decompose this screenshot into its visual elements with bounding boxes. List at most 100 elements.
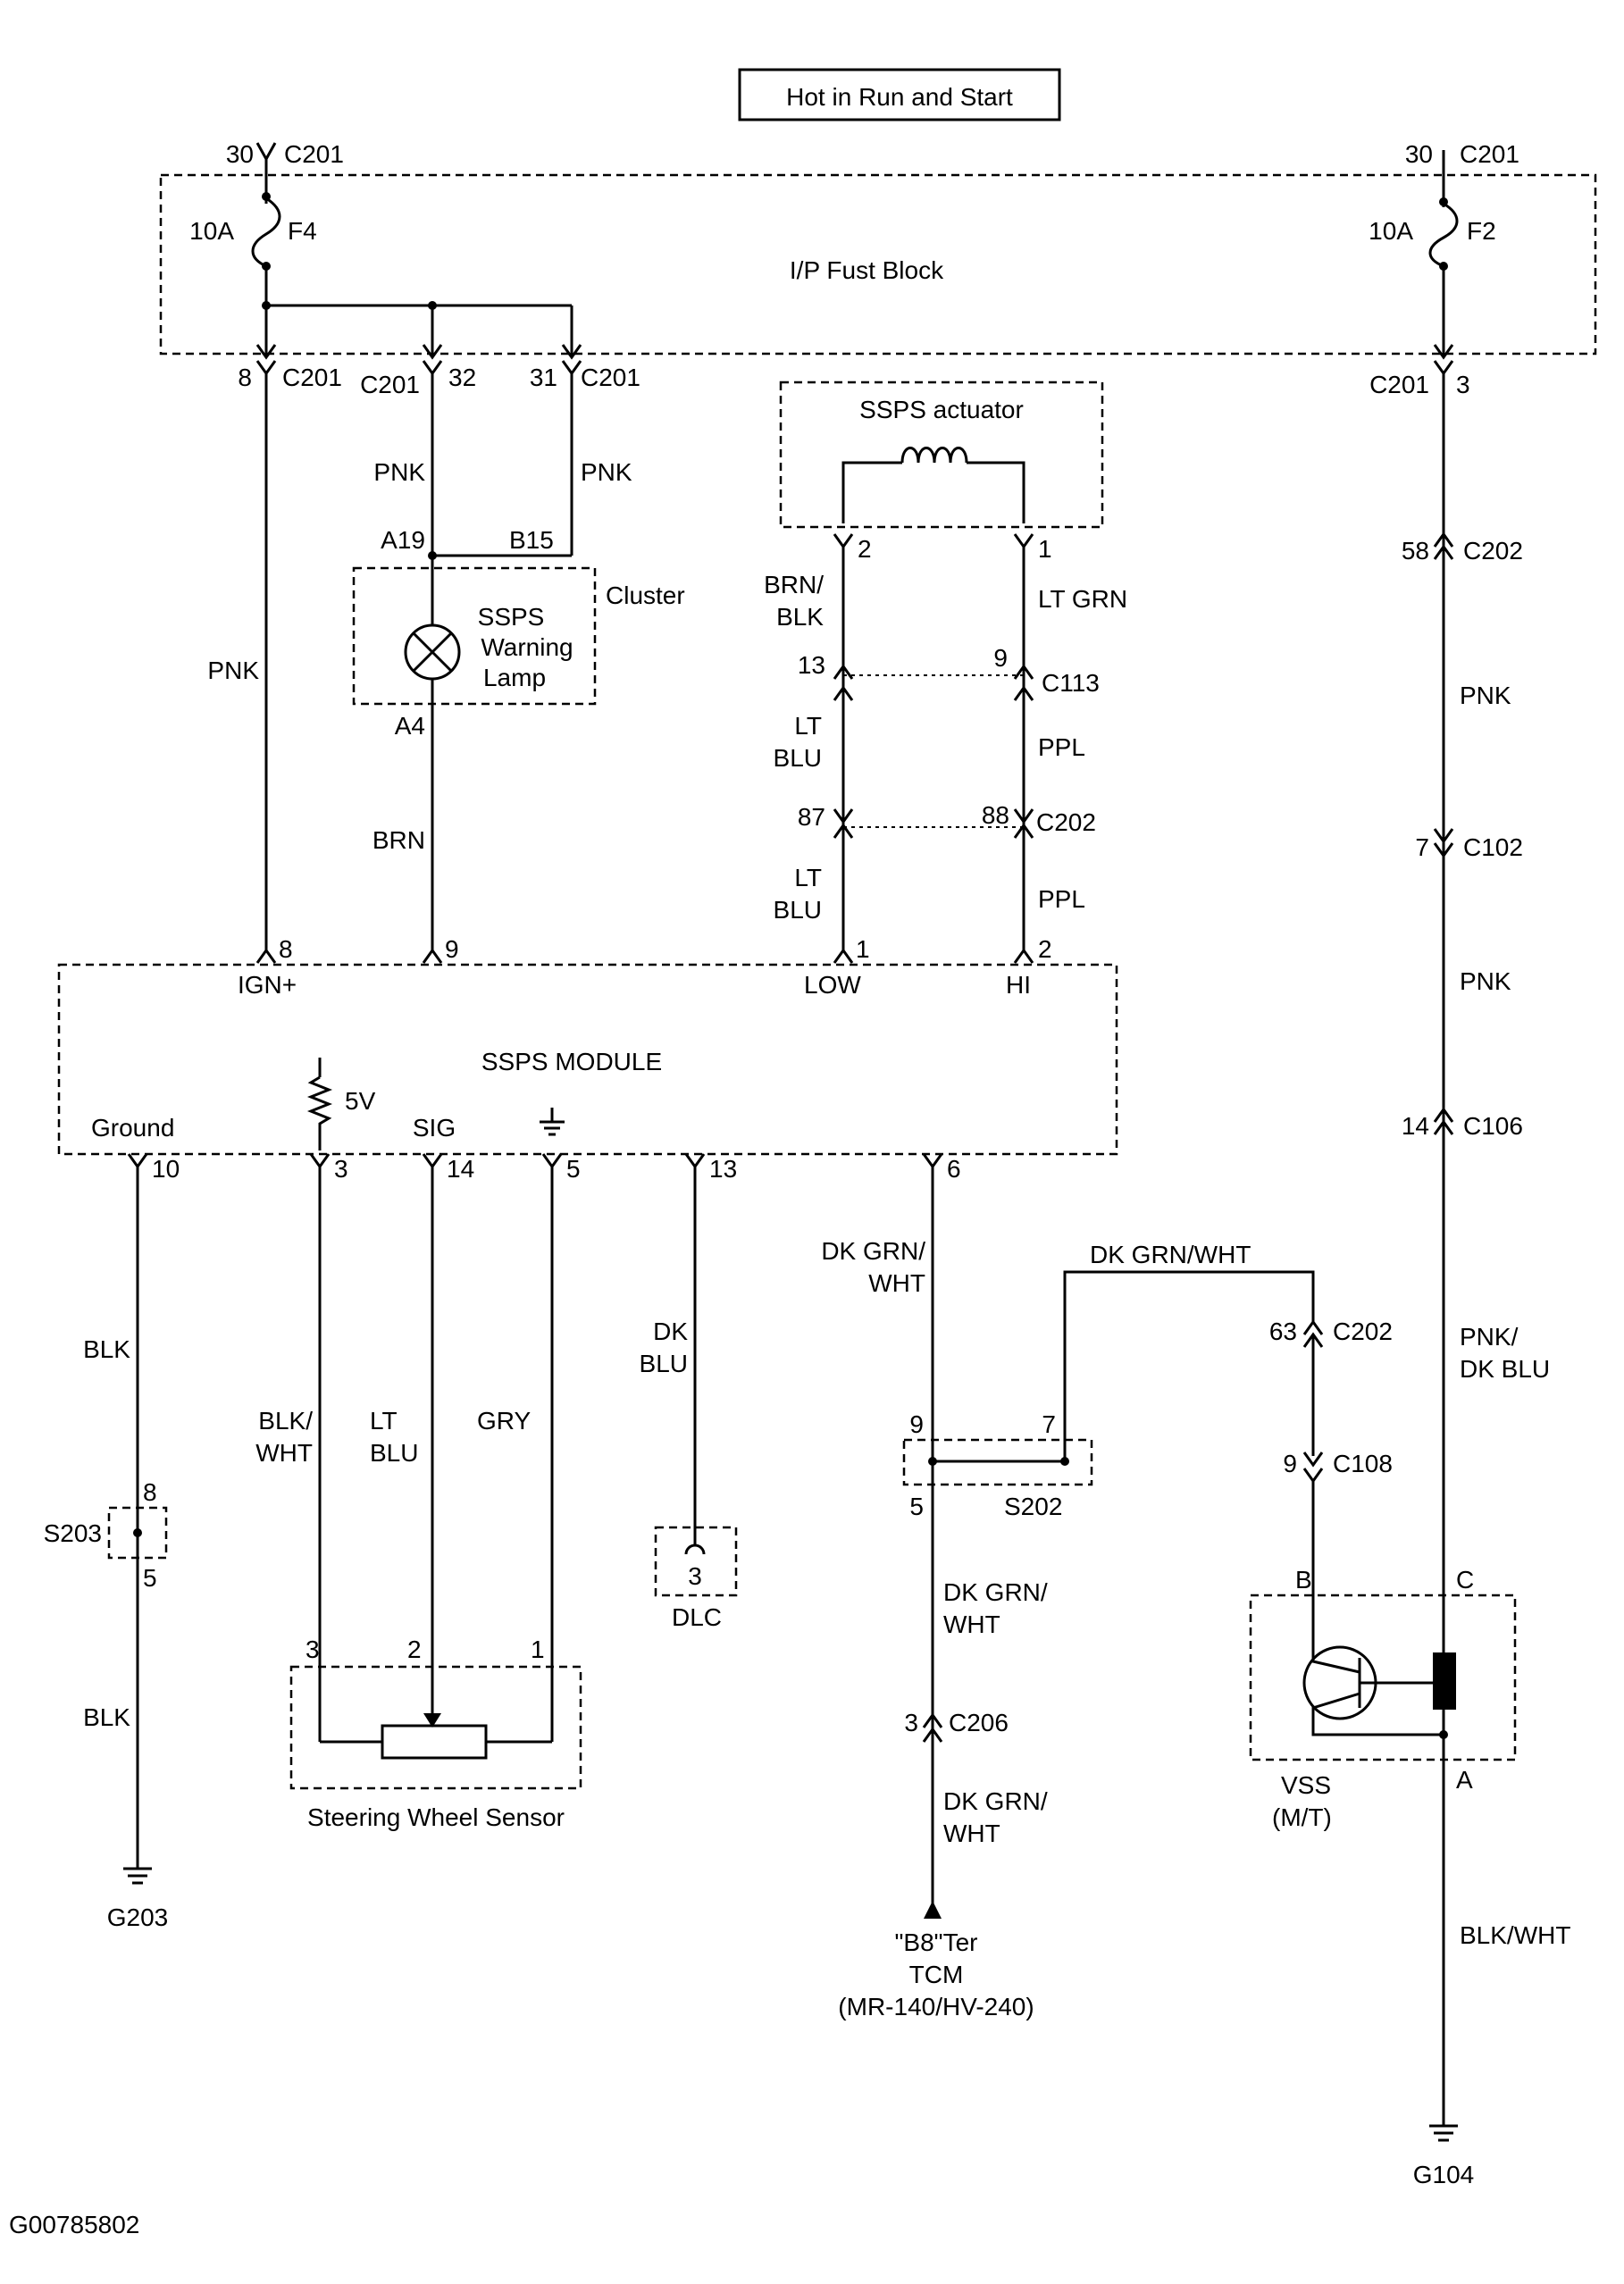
transistor-emitter — [1311, 1692, 1444, 1736]
c113-pin-left: 13 — [798, 651, 825, 679]
o1-pin: 8 — [238, 364, 252, 391]
connector-icon — [541, 1153, 563, 1169]
connector-icon — [561, 360, 582, 376]
wire-label-blk-wht-1: BLK/ — [258, 1407, 313, 1435]
wire-label-dk-blu-2: BLU — [640, 1350, 688, 1377]
c201-in-left-symbol — [255, 142, 277, 163]
lamp-label-2: Warning — [481, 633, 573, 661]
c113-pin-right: 9 — [993, 644, 1008, 672]
fuse-f2-rating: 10A — [1369, 217, 1413, 245]
potentiometer-icon — [381, 1724, 488, 1760]
tcm-line2: TCM — [909, 1961, 964, 1988]
module-5v-label: 5V — [345, 1087, 376, 1115]
fuse-f2-icon — [1428, 202, 1459, 268]
connector-icon — [422, 948, 443, 964]
c202-a-label: C202 — [1463, 537, 1523, 565]
left-fuse-in-conn: C201 — [284, 140, 344, 168]
arrow-icon — [561, 344, 582, 360]
connector-icon — [1433, 842, 1454, 858]
c108-label: C108 — [1333, 1450, 1393, 1477]
wire-label-ppl-b: PPL — [1038, 885, 1085, 913]
connector-icon — [1013, 948, 1034, 964]
tcm-line1: "B8"Ter — [894, 1928, 977, 1956]
pin-a19: A19 — [381, 526, 425, 554]
c106-label: C106 — [1463, 1112, 1523, 1140]
o3-conn: C201 — [581, 364, 640, 391]
module-hi-pin: 2 — [1038, 935, 1052, 963]
fuse-f2-name: F2 — [1467, 217, 1496, 245]
wire-label-lt-blu-s2: BLU — [370, 1439, 418, 1467]
solenoid-coil-icon — [900, 447, 968, 464]
wire-label-blk-wht-2: WHT — [255, 1439, 313, 1467]
connector-icon — [922, 1727, 943, 1743]
sensor-pin3: 3 — [306, 1636, 320, 1663]
s202-pin-bl: 5 — [909, 1493, 924, 1520]
connector-icon — [1302, 1468, 1324, 1484]
wiper-arrow-icon — [423, 1713, 441, 1728]
wire-label-lt-blu-b1: LT — [794, 864, 822, 891]
splice-s202-label: S202 — [1004, 1493, 1062, 1520]
wire-label-dkgrn-b1: DK GRN/ — [943, 1578, 1048, 1606]
wire-label-dkgrn-a2: WHT — [868, 1269, 925, 1297]
module-sig-label: SIG — [413, 1114, 456, 1142]
ground-g104-label: G104 — [1413, 2161, 1475, 2188]
pin-b15: B15 — [509, 526, 554, 554]
connector-icon — [1302, 1319, 1324, 1335]
c108-pin: 9 — [1283, 1450, 1297, 1477]
c206-pin: 3 — [904, 1709, 918, 1736]
connector-icon — [833, 664, 854, 680]
module-lamp-pin: 9 — [445, 935, 459, 963]
c202-a-pin: 58 — [1402, 537, 1429, 565]
wire-label-pnk-dkblu-2: DK BLU — [1460, 1355, 1550, 1383]
c206-label: C206 — [949, 1709, 1009, 1736]
wire-label-pnk-dkblu-1: PNK/ — [1460, 1323, 1519, 1351]
wire-label-dkgrn-b2: WHT — [943, 1611, 1000, 1638]
power-label: Hot in Run and Start — [786, 83, 1013, 111]
connector-icon — [922, 1153, 943, 1169]
wire-label-gry: GRY — [477, 1407, 531, 1435]
vss-line1: VSS — [1281, 1771, 1331, 1799]
s202-pin-tr: 7 — [1042, 1410, 1056, 1438]
arrow-icon — [1013, 808, 1034, 824]
wire-label-pnk-ign: PNK — [207, 657, 259, 684]
connector-icon — [1013, 533, 1034, 549]
cluster-label: Cluster — [606, 581, 685, 609]
fuse-block-outline — [159, 173, 1597, 356]
arrow-icon — [255, 344, 277, 360]
connector-icon — [1433, 544, 1454, 560]
splice-s203-label: S203 — [44, 1519, 102, 1547]
arrow-icon — [1433, 344, 1454, 360]
wire-label-blk-1: BLK — [83, 1335, 130, 1363]
dlc-label: DLC — [672, 1603, 722, 1631]
steering-sensor-outline — [289, 1665, 582, 1790]
module-vss-pin: 6 — [947, 1155, 961, 1183]
wire-label-lt-grn: LT GRN — [1038, 585, 1127, 613]
ssps-module-outline — [57, 963, 1118, 1156]
connector-icon — [684, 1153, 706, 1169]
module-ground-pin: 10 — [152, 1155, 180, 1183]
actuator-pin-left: 2 — [858, 535, 872, 563]
module-ign-label: IGN+ — [238, 971, 297, 999]
wire-label-blk-wht-r: BLK/WHT — [1460, 1921, 1570, 1949]
module-low-label: LOW — [804, 971, 861, 999]
wire-dkgrn-to-vss — [1063, 1270, 1315, 1461]
dlc-pin: 3 — [688, 1562, 702, 1590]
vss-pin-c: C — [1456, 1566, 1474, 1594]
module-sig-pin: 14 — [447, 1155, 474, 1183]
splice-s203-outline — [107, 1506, 168, 1560]
c202-b-label: C202 — [1333, 1318, 1393, 1345]
connector-icon — [833, 948, 854, 964]
module-gnd2-pin: 5 — [566, 1155, 581, 1183]
connector-icon — [833, 823, 854, 839]
o4-conn: C201 — [1369, 371, 1429, 398]
wire-label-brn-blk-1: BRN/ — [764, 571, 824, 598]
wire-label-dkgrn-top: DK GRN/WHT — [1090, 1241, 1251, 1268]
connector-icon — [127, 1153, 148, 1169]
cluster-outline — [352, 566, 597, 706]
connector-icon — [422, 1153, 443, 1169]
connector-icon — [1013, 664, 1034, 680]
arrow-icon — [422, 344, 443, 360]
vss-pin-a: A — [1456, 1766, 1473, 1794]
wire-label-lt-blu-a2: BLU — [774, 744, 822, 772]
connector-icon — [1433, 828, 1454, 844]
